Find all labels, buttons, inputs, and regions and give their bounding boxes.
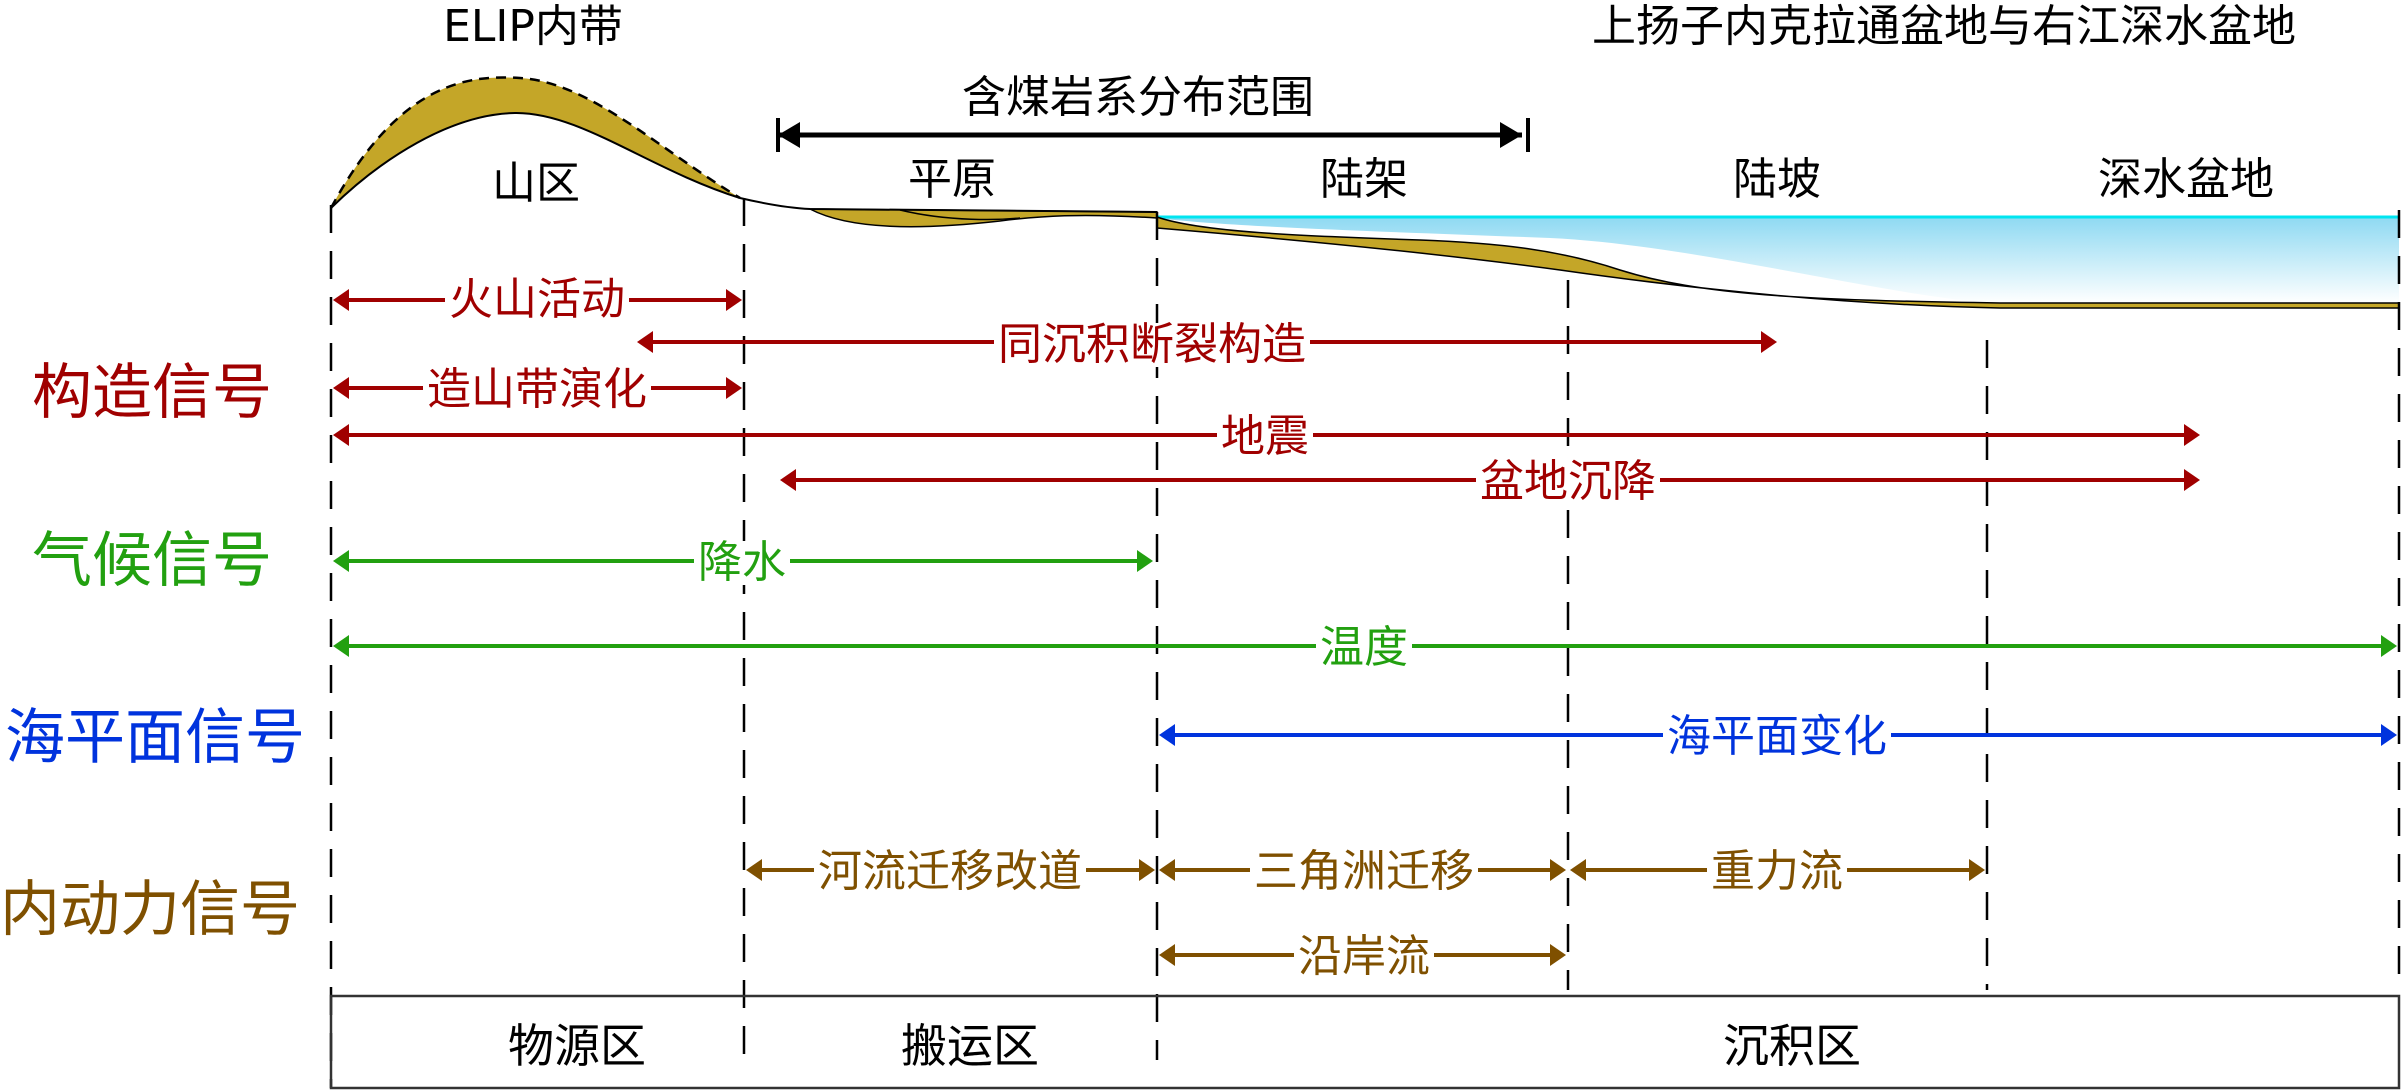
- process-river-avulsion: 河流迁移改道: [814, 850, 1086, 894]
- group-tectonic-signal: 构造信号: [32, 358, 272, 428]
- arrow-temperature-head-left: [333, 635, 349, 657]
- process-sea-level-change: 海平面变化: [1663, 715, 1891, 759]
- arrow-river-avulsion-head-left: [746, 859, 762, 881]
- ground-profile: [739, 197, 1158, 213]
- arrow-sea-level-change-head-right: [2381, 724, 2397, 746]
- mountain-sediment: [331, 77, 740, 208]
- arrow-gravity-flow-head-left: [1570, 859, 1586, 881]
- mountain-bedrock: [330, 111, 741, 209]
- arrow-syndepositional-faulting-head-left: [637, 331, 653, 353]
- process-orogen-evolution: 造山带演化: [423, 368, 651, 412]
- process-precipitation: 降水: [694, 541, 790, 585]
- process-basin-subsidence: 盆地沉降: [1476, 460, 1660, 504]
- arrow-volcanism-head-right: [726, 289, 742, 311]
- arrow-orogen-evolution-head-right: [726, 377, 742, 399]
- shelf-slope-sediment: [1156, 215, 2400, 309]
- arrow-orogen-evolution-head-left: [333, 377, 349, 399]
- group-dynamics-signal: 内动力信号: [0, 875, 300, 945]
- landform-shelf: 陆架: [1320, 154, 1408, 205]
- arrow-syndepositional-faulting-head-right: [1761, 331, 1777, 353]
- landform-deep-basin: 深水盆地: [2098, 154, 2274, 205]
- arrow-gravity-flow-head-right: [1969, 859, 1985, 881]
- arrow-precipitation-head-left: [333, 550, 349, 572]
- plain-sediment-inner: [899, 209, 1021, 221]
- group-climate-signal: 气候信号: [32, 526, 272, 596]
- arrow-delta-migration-head-right: [1550, 859, 1566, 881]
- zone-box: [329, 994, 2401, 1090]
- process-volcanism: 火山活动: [445, 278, 629, 322]
- arrow-longshore-current-head-left: [1159, 944, 1175, 966]
- zone-provenance: 物源区: [508, 1019, 646, 1073]
- process-longshore-current: 沿岸流: [1294, 935, 1434, 979]
- landform-mountain: 山区: [492, 158, 580, 209]
- arrow-basin-subsidence-head-left: [780, 469, 796, 491]
- arrow-earthquake-head-right: [2184, 424, 2200, 446]
- process-syndepositional-faulting: 同沉积断裂构造: [994, 323, 1310, 367]
- right-title: 上扬子内克拉通盆地与右江深水盆地: [1592, 1, 2296, 52]
- left-title: ELIP内带: [443, 1, 623, 52]
- landform-slope: 陆坡: [1733, 154, 1821, 205]
- arrow-river-avulsion-head-right: [1139, 859, 1155, 881]
- arrow-temperature-head-right: [2381, 635, 2397, 657]
- landform-plain: 平原: [908, 154, 996, 205]
- arrow-delta-migration-head-left: [1159, 859, 1175, 881]
- mountain-surface-dashed: [329, 76, 741, 209]
- group-sea-level-signal: 海平面信号: [5, 703, 305, 773]
- arrow-volcanism-head-left: [333, 289, 349, 311]
- process-gravity-flow: 重力流: [1707, 850, 1847, 894]
- arrow-earthquake-head-left: [333, 424, 349, 446]
- process-delta-migration: 三角洲迁移: [1250, 850, 1478, 894]
- coal-range-label: 含煤岩系分布范围: [962, 72, 1314, 123]
- arrow-precipitation-head-right: [1137, 550, 1153, 572]
- arrow-longshore-current-head-right: [1550, 944, 1566, 966]
- process-earthquake: 地震: [1217, 415, 1313, 459]
- zone-deposition: 沉积区: [1723, 1019, 1861, 1073]
- zone-transport: 搬运区: [901, 1019, 1039, 1073]
- coal-range-bar: [776, 118, 1530, 152]
- process-temperature: 温度: [1316, 626, 1412, 670]
- arrow-basin-subsidence-head-right: [2184, 469, 2200, 491]
- arrow-sea-level-change-head-left: [1159, 724, 1175, 746]
- sea-water: [1157, 217, 2399, 303]
